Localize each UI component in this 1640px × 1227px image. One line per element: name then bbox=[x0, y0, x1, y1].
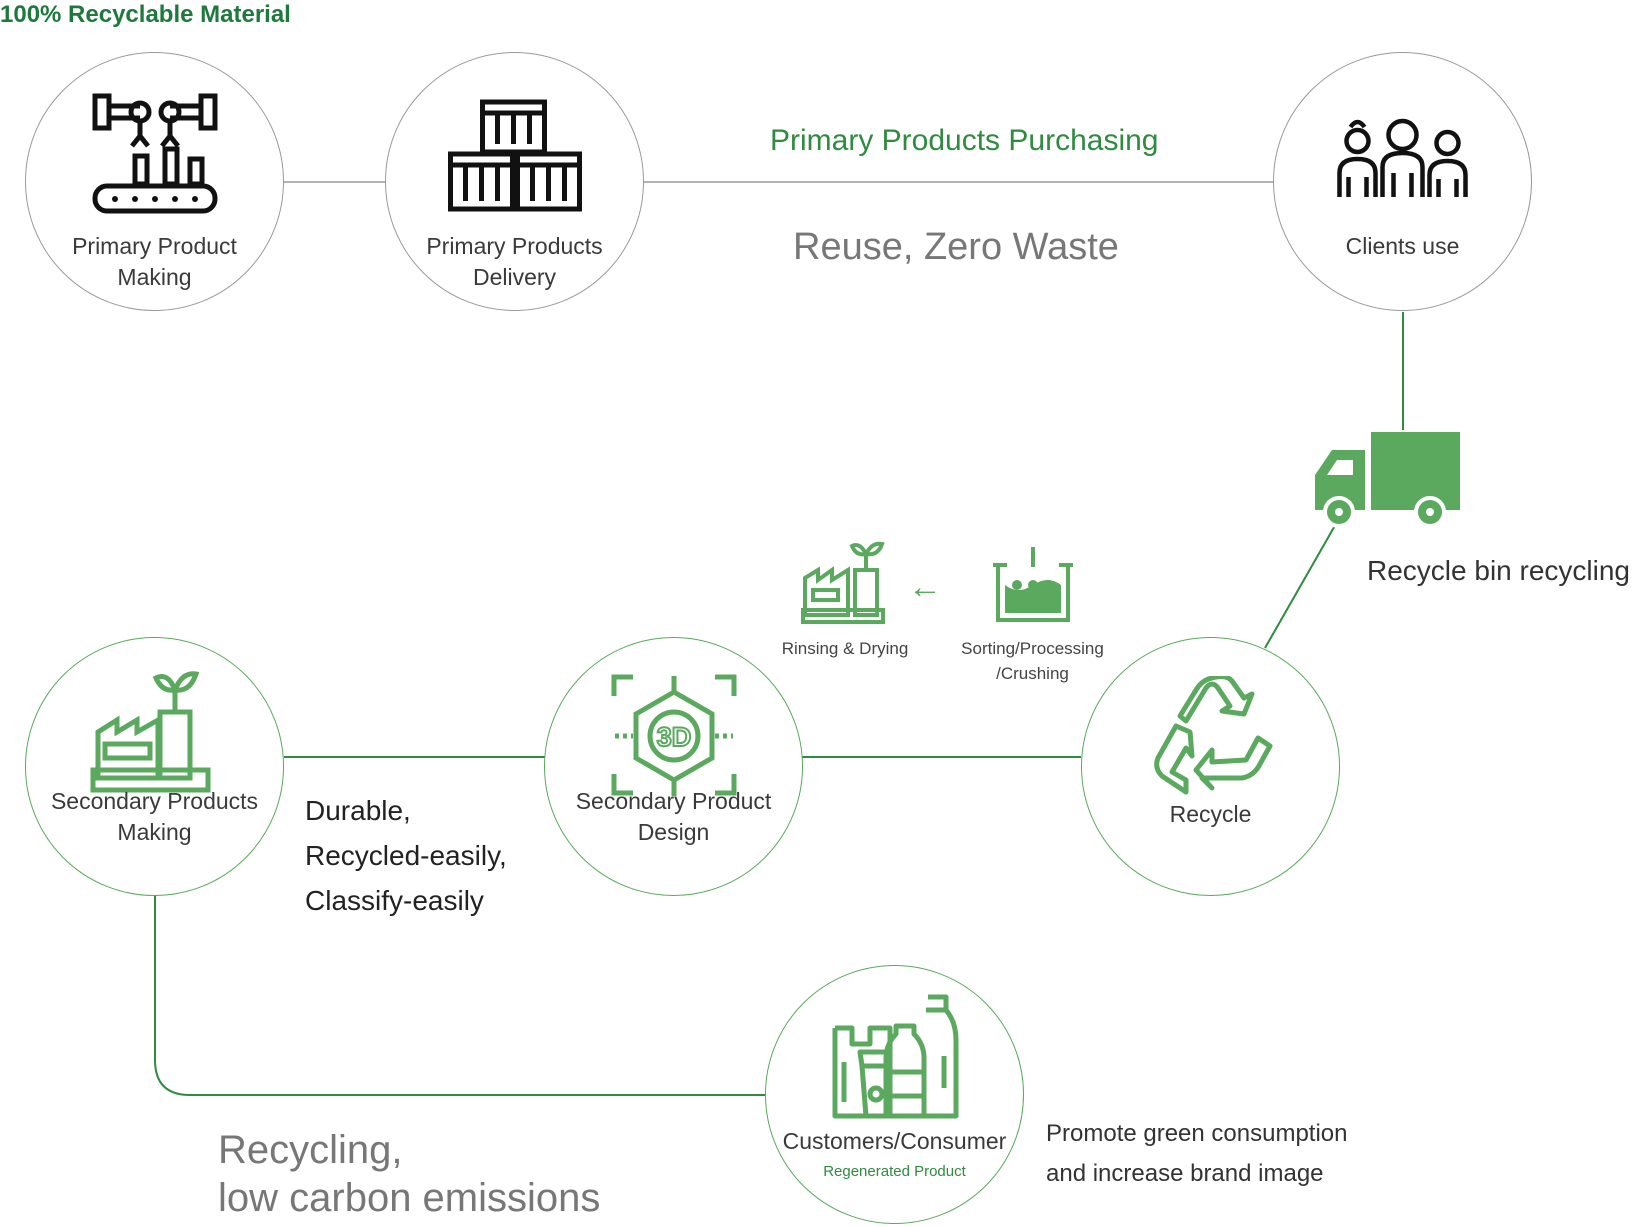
secondary-making-label-line1: Secondary Products bbox=[50, 788, 259, 814]
customers-label: Customers/Consumer bbox=[782, 1128, 1007, 1154]
quality-recycled-easily: Recycled-easily, bbox=[305, 840, 507, 871]
reuse-label: Reuse, Zero Waste bbox=[793, 226, 1119, 268]
rinsing-label: Rinsing & Drying bbox=[781, 639, 909, 658]
truck-icon bbox=[1315, 432, 1460, 528]
secondary-making-label-line2: Making bbox=[117, 819, 192, 845]
node-clients-use: Clients use bbox=[1273, 52, 1532, 311]
node-primary-product-making: Primary Product Making bbox=[25, 52, 284, 311]
bottles-bag-icon bbox=[832, 994, 958, 1119]
clients-use-label: Clients use bbox=[1345, 233, 1460, 259]
eco-factory-icon bbox=[90, 671, 210, 793]
node-secondary-product-design: 3D Secondary Product Design bbox=[544, 637, 803, 896]
crushing-tank-icon bbox=[993, 547, 1073, 622]
regenerated-product-label: Regenerated Product bbox=[823, 1163, 966, 1180]
bottom-text-line2: low carbon emissions bbox=[218, 1176, 601, 1220]
page-title: 100% Recyclable Material bbox=[0, 1, 291, 28]
3d-design-icon: 3D bbox=[611, 674, 736, 796]
factory-robot-arm-icon bbox=[92, 93, 217, 214]
node-customers-consumer: Customers/Consumer Regenerated Product bbox=[765, 965, 1024, 1224]
promote-line2: and increase brand image bbox=[1046, 1160, 1324, 1187]
secondary-design-label-line2: Design bbox=[637, 819, 710, 845]
primary-delivery-label-line2: Delivery bbox=[472, 264, 557, 290]
svg-text:3D: 3D bbox=[656, 722, 691, 752]
promote-line1: Promote green consumption bbox=[1046, 1120, 1348, 1147]
truck-label: Recycle bin recycling bbox=[1367, 555, 1630, 586]
primary-making-label-line1: Primary Product bbox=[72, 233, 237, 259]
sorting-label-line1: Sorting/Processing bbox=[961, 639, 1104, 658]
sorting-label-line2: /Crushing bbox=[996, 664, 1069, 683]
node-primary-products-delivery: Primary Products Delivery bbox=[385, 52, 644, 311]
eco-factory-small-icon bbox=[801, 541, 885, 624]
people-group-icon bbox=[1336, 118, 1468, 197]
recycle-label: Recycle bbox=[1169, 801, 1252, 827]
node-recycle: Recycle bbox=[1081, 637, 1340, 896]
bottom-text-line1: Recycling, bbox=[218, 1128, 403, 1172]
node-secondary-products-making: Secondary Products Making bbox=[25, 637, 284, 896]
connector-smaking-customers bbox=[154, 895, 765, 1096]
stacked-crates-icon bbox=[447, 99, 582, 212]
connector-truck-recycle bbox=[1264, 507, 1346, 649]
quality-durable: Durable, bbox=[305, 795, 411, 826]
secondary-design-label-line1: Secondary Product bbox=[575, 788, 772, 814]
quality-classify-easily: Classify-easily bbox=[305, 885, 484, 916]
primary-making-label-line2: Making bbox=[117, 264, 192, 290]
primary-delivery-label-line1: Primary Products bbox=[426, 233, 603, 259]
purchasing-label: Primary Products Purchasing bbox=[770, 124, 1159, 157]
recycle-icon bbox=[1153, 676, 1272, 795]
step-arrow: ← bbox=[908, 568, 942, 606]
